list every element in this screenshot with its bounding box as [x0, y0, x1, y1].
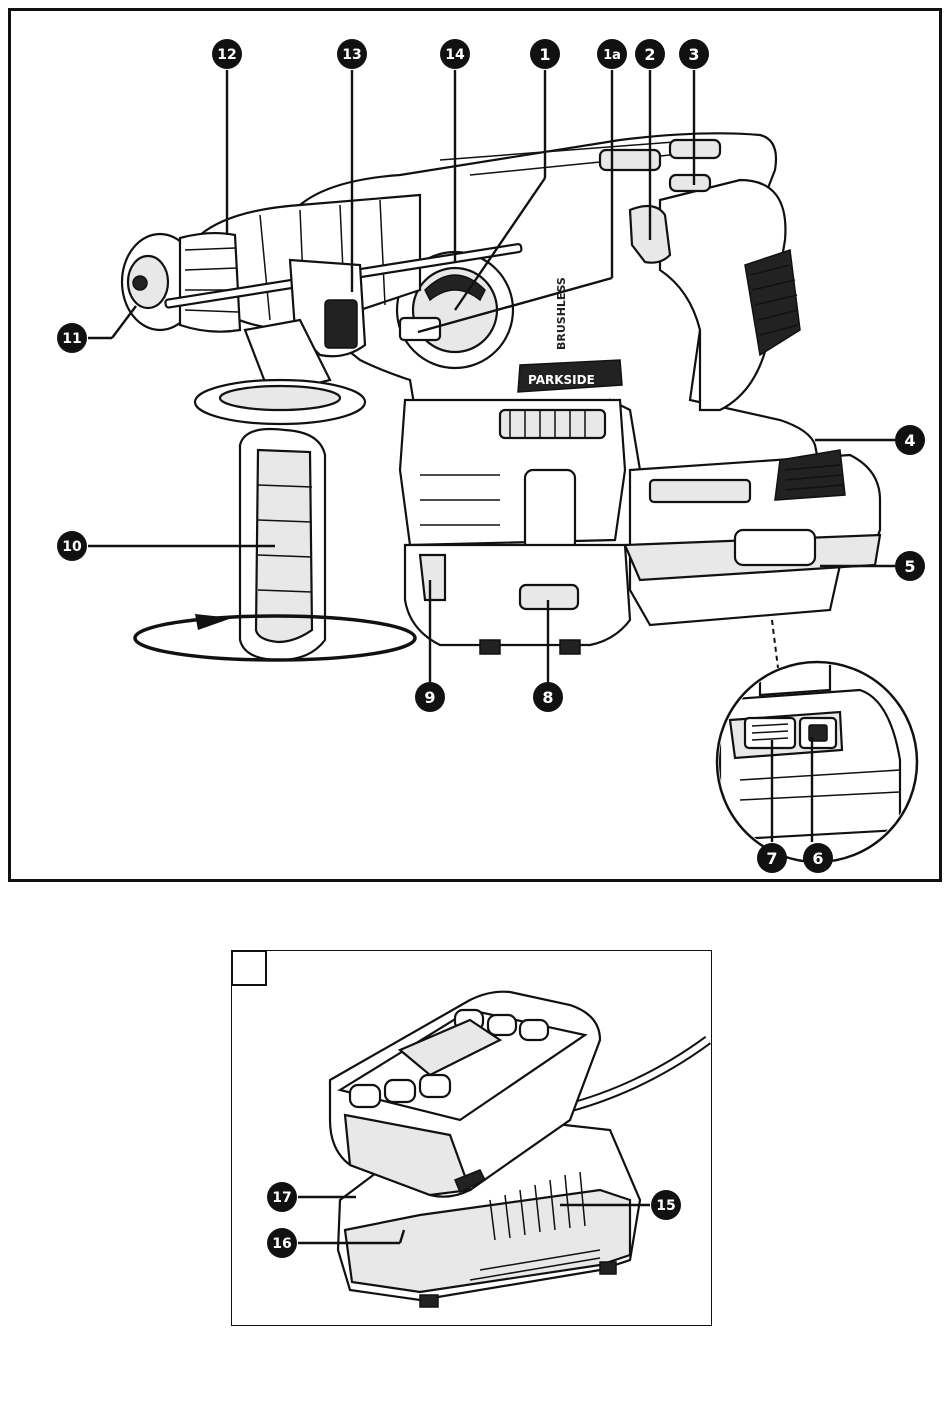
- callout-14: 14: [440, 39, 470, 69]
- callout-6: 6: [803, 843, 833, 873]
- callout-1: 1: [530, 39, 560, 69]
- callout-3-label: 3: [688, 45, 699, 64]
- callout-13: 13: [337, 39, 367, 69]
- motor-label: BRUSHLESS: [555, 277, 568, 350]
- callout-7-label: 7: [766, 849, 777, 868]
- callout-9-label: 9: [424, 688, 435, 707]
- callout-5-label: 5: [904, 557, 915, 576]
- callout-2: 2: [635, 39, 665, 69]
- callout-4: 4: [895, 425, 925, 455]
- callout-15-label: 15: [656, 1198, 675, 1214]
- callout-8-label: 8: [542, 688, 553, 707]
- callout-16-label: 16: [272, 1236, 291, 1252]
- callout-16: 16: [267, 1228, 297, 1258]
- callout-14-label: 14: [445, 47, 465, 63]
- callout-12: 12: [212, 39, 242, 69]
- callout-15: 15: [651, 1190, 681, 1220]
- callout-11: 11: [57, 323, 87, 353]
- brand-label: PARKSIDE: [528, 373, 595, 387]
- callout-2-label: 2: [644, 45, 655, 64]
- charger-drawing: [330, 992, 708, 1307]
- callout-1-label: 1: [539, 45, 550, 64]
- callout-7: 7: [757, 843, 787, 873]
- callout-6-label: 6: [812, 849, 823, 868]
- callout-12-label: 12: [217, 47, 236, 63]
- callout-9: 9: [415, 682, 445, 712]
- callout-8: 8: [533, 682, 563, 712]
- callout-11-label: 11: [62, 331, 81, 347]
- callout-1a-label: 1a: [603, 48, 621, 63]
- callout-4-label: 4: [904, 431, 915, 450]
- callout-17: 17: [267, 1182, 297, 1212]
- callout-3: 3: [679, 39, 709, 69]
- callout-5: 5: [895, 551, 925, 581]
- callout-10-label: 10: [62, 539, 82, 555]
- callout-13-label: 13: [342, 47, 361, 63]
- callout-1a: 1a: [597, 39, 627, 69]
- callout-10: 10: [57, 531, 87, 561]
- hammer-drill-drawing: PARKSIDE BRUSHLESS: [122, 133, 917, 862]
- callout-17-label: 17: [272, 1190, 291, 1206]
